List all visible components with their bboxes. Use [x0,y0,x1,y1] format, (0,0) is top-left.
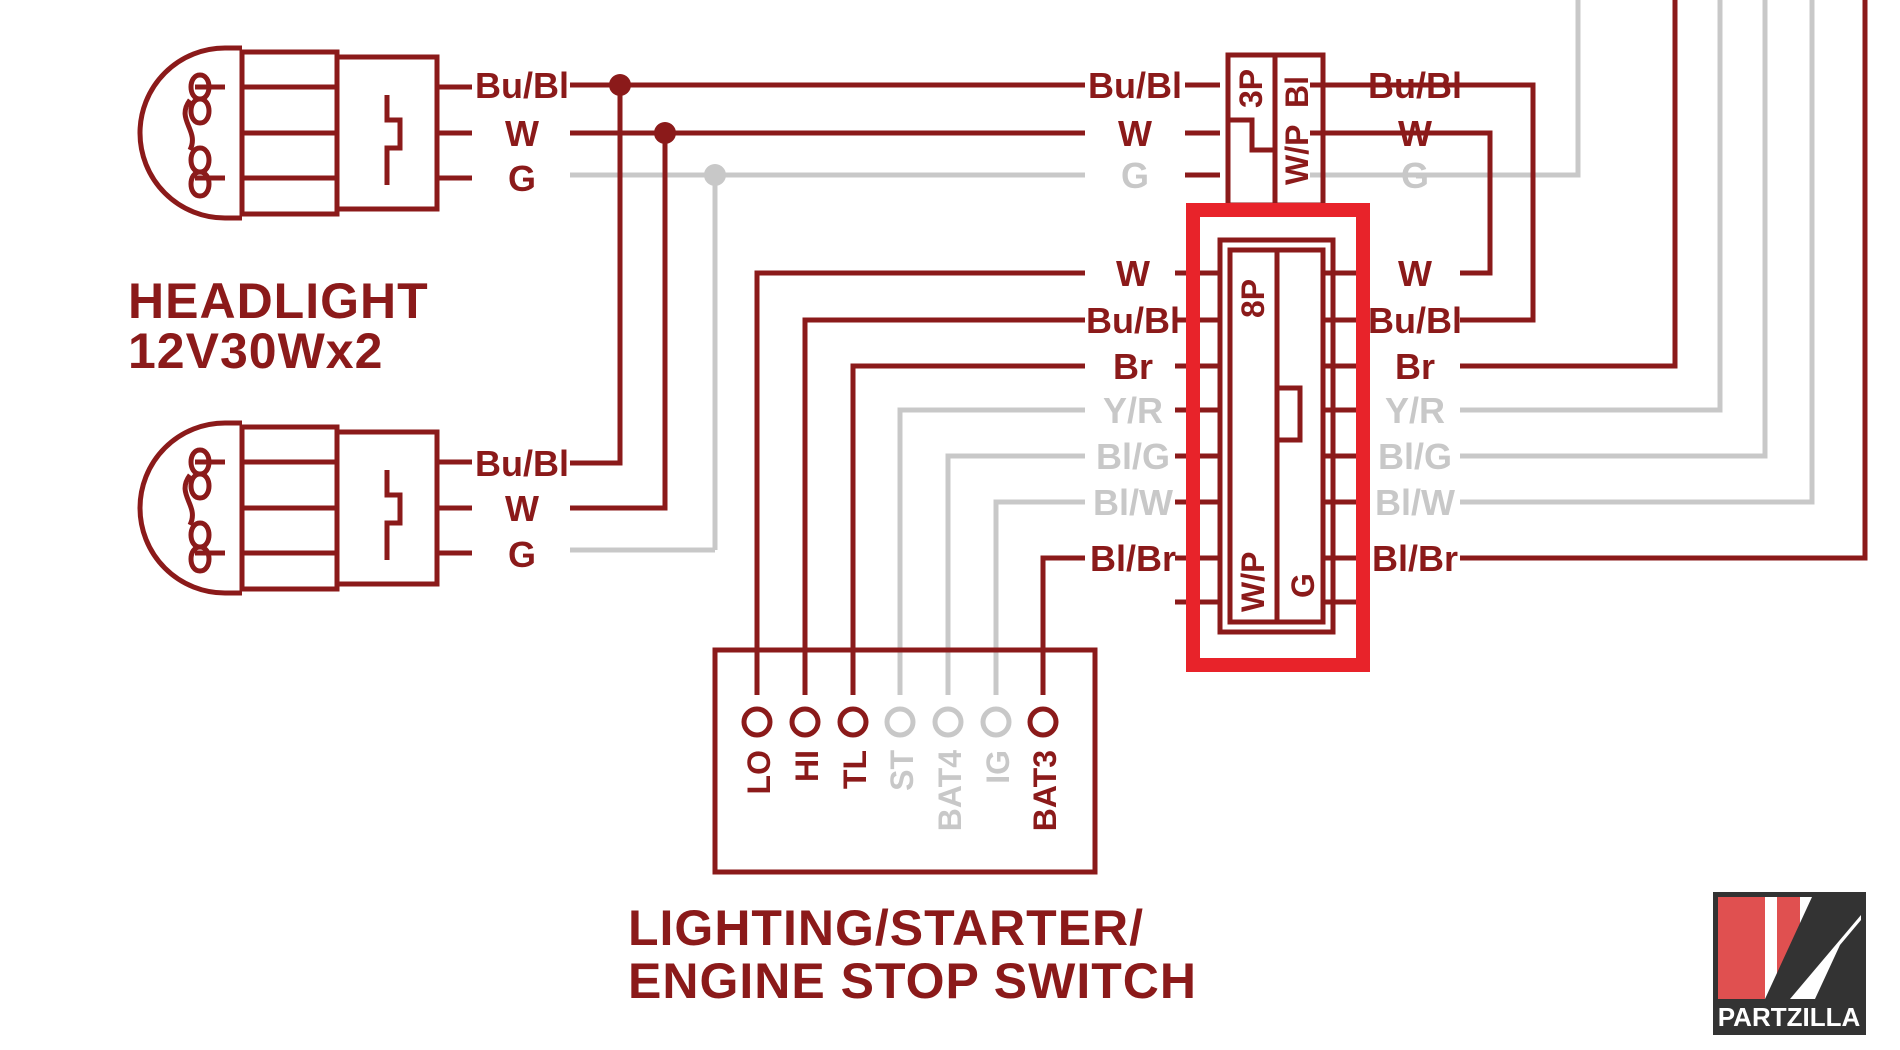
connector-8p-right-label: G [1285,573,1321,598]
wire-label: Bl/Br [1090,538,1176,579]
headlight-lower [137,420,440,596]
connector-3p-color-label: W/P [1279,125,1315,185]
red-wires [437,0,1868,695]
wire-label: Y/R [1385,390,1445,431]
wire-label: Bu/Bl [1368,65,1462,106]
wire-label: Bl/G [1378,436,1452,477]
wire-label: W [1398,113,1432,154]
switch-terminal [932,706,964,738]
wire-label: Bl/W [1375,482,1455,523]
connector-3p-label: 3P [1233,69,1269,108]
wire-label: G [508,534,536,575]
wire-label: W [1116,253,1150,294]
wire-label: Bl/Br [1372,538,1458,579]
wire-label: Br [1113,346,1153,387]
logo-text: PARTZILLA [1718,1002,1861,1032]
switch-title-line1: LIGHTING/STARTER/ [628,900,1144,956]
wire-label: Bl/W [1093,482,1173,523]
switch-terminal [837,706,869,738]
junction-dot [704,164,726,186]
switch-terminal [1027,706,1059,738]
wire-label: Bu/Bl [475,65,569,106]
wire-label: Bu/Bl [1088,65,1182,106]
wire-label: G [508,158,536,199]
faded-wires [570,0,1815,695]
wire-label: G [1401,155,1429,196]
junction-dot [609,74,631,96]
wire-label: Bu/Bl [1086,300,1180,341]
wire-label: G [1121,155,1149,196]
connector-8p-highlight [1186,203,1370,672]
junction-dot [654,122,676,144]
switch-pin-label: IG [980,750,1016,784]
wire-label: W [505,113,539,154]
wire-label: Bl/G [1096,436,1170,477]
switch-terminal [884,706,916,738]
wire-label: Br [1395,346,1435,387]
switch-pin-label: LO [741,750,777,794]
partzilla-logo: PARTZILLA [1713,892,1866,1035]
switch-box [712,647,1098,875]
headlight-title-line1: HEADLIGHT [128,273,429,329]
switch-pin-label: TL [837,750,873,789]
switch-terminal [789,706,821,738]
headlight-title-line2: 12V30Wx2 [128,323,383,379]
switch-title-line2: ENGINE STOP SWITCH [628,953,1197,1009]
connector-8p-label: 8P [1235,279,1271,318]
switch-pin-label: BAT3 [1027,750,1063,831]
connector-8p [1217,237,1336,635]
connector-8p-left-label: W/P [1235,552,1271,612]
wire-label: Bu/Bl [1368,300,1462,341]
switch-terminal [741,706,773,738]
switch-terminal [980,706,1012,738]
switch-pin-labels: LO HI TL ST BAT4 IG BAT3 [741,750,1063,832]
switch-terminals [741,706,1059,738]
switch-pin-label: ST [884,750,920,791]
switch-pin-label: BAT4 [932,750,968,831]
connector-3p-side-label: Bl [1279,76,1315,108]
headlight-upper [137,45,440,221]
switch-pin-label: HI [789,750,825,782]
wire-label: W [505,488,539,529]
wire-label: Bu/Bl [475,443,569,484]
wire-label: W [1118,113,1152,154]
wire-label: W [1398,253,1432,294]
wire-label: Y/R [1103,390,1163,431]
